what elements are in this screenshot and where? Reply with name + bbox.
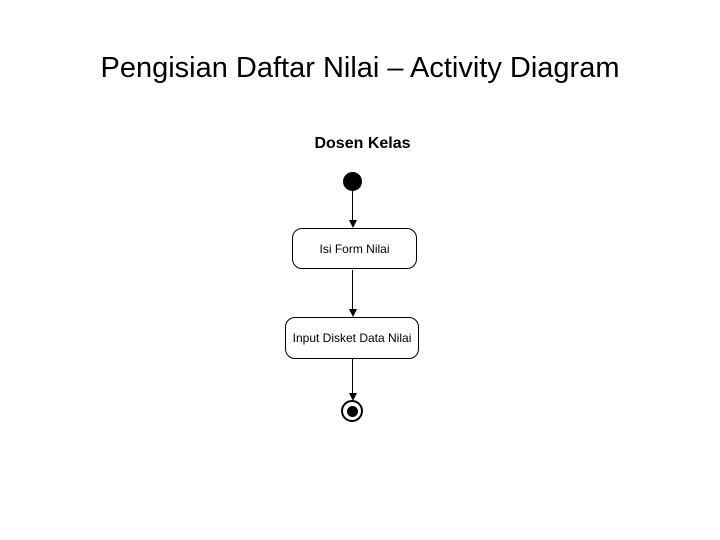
edge-arrow-start-to-isi-form bbox=[349, 191, 357, 228]
activity-node-isi-form-nilai: Isi Form Nilai bbox=[292, 228, 417, 269]
final-node-inner-dot bbox=[346, 405, 358, 417]
activity-label: Input Disket Data Nilai bbox=[292, 331, 412, 345]
swimlane-label: Dosen Kelas bbox=[314, 135, 411, 152]
edge-arrow-isi-form-to-input-disket bbox=[349, 270, 357, 317]
final-node-icon bbox=[341, 400, 363, 422]
activity-label: Isi Form Nilai bbox=[319, 241, 390, 256]
slide-title: Pengisian Daftar Nilai – Activity Diagra… bbox=[100, 52, 620, 84]
edge-arrow-input-disket-to-end bbox=[349, 359, 357, 401]
initial-node-icon bbox=[343, 172, 362, 191]
activity-node-input-disket-data-nilai: Input Disket Data Nilai bbox=[285, 317, 419, 359]
